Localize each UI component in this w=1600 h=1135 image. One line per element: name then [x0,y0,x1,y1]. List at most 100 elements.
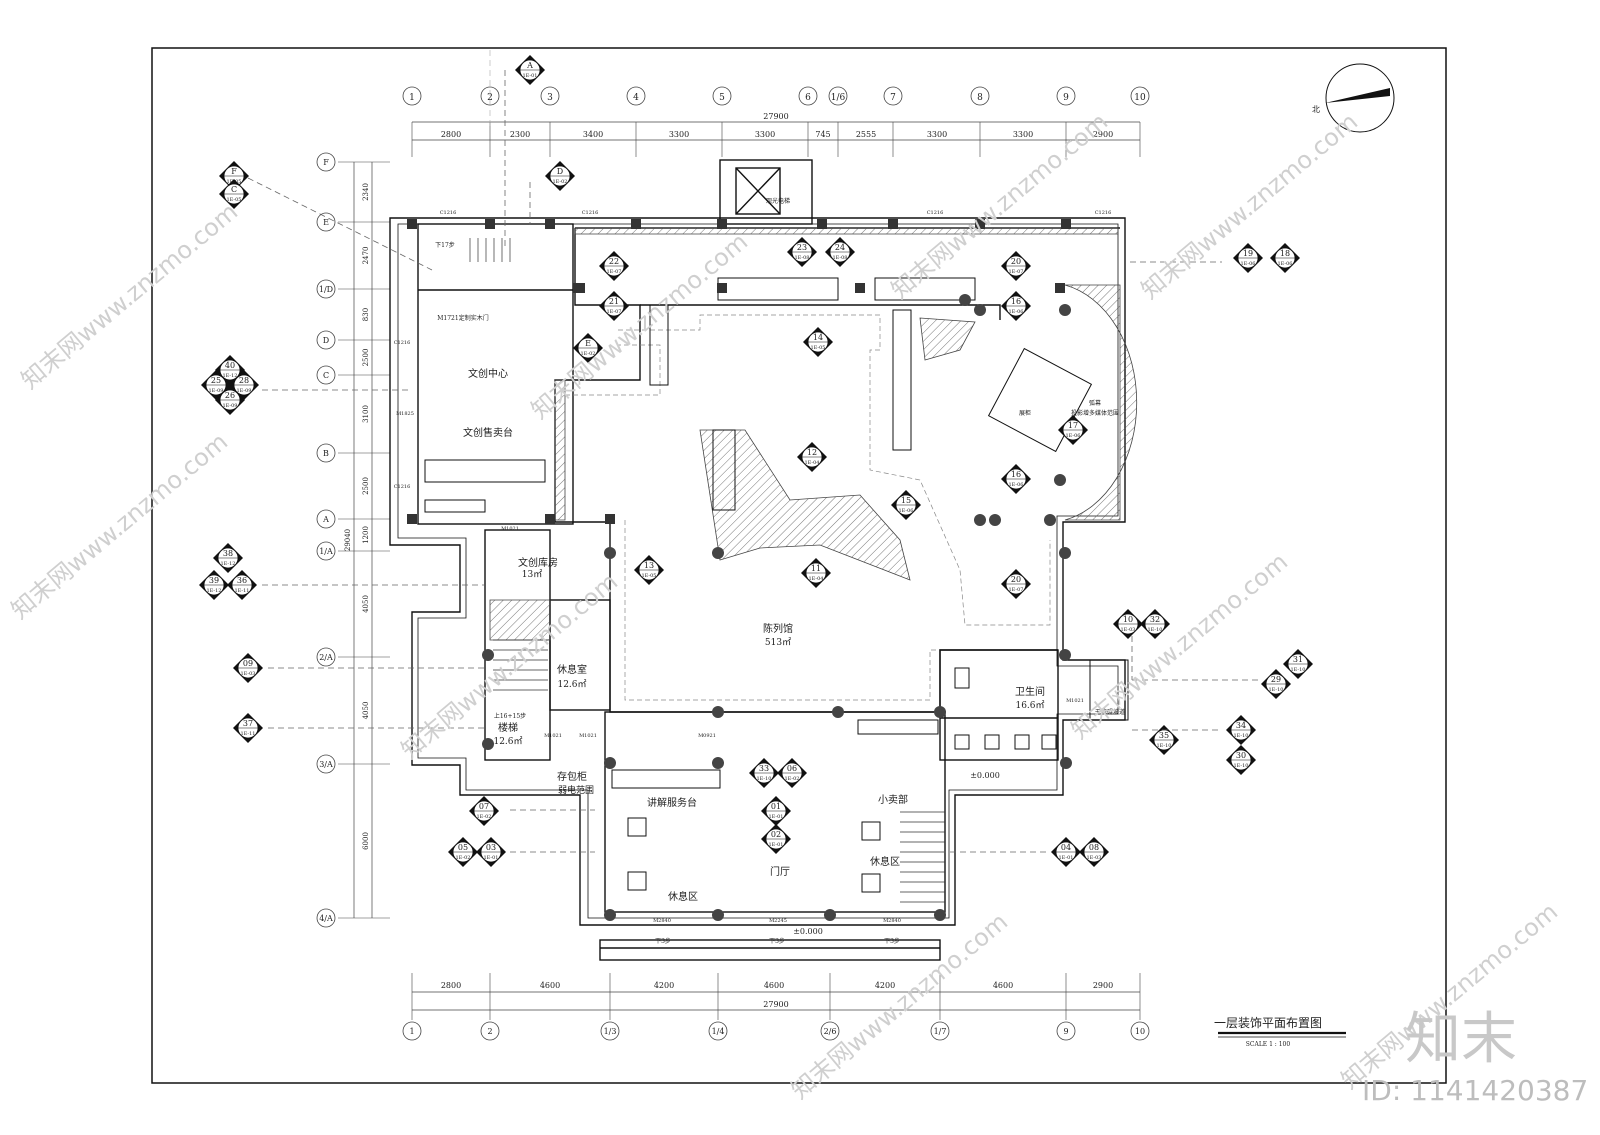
room-wenchuang-storage: 文创库房 [518,556,558,569]
index-mark-sheet: 1E-12 [221,561,236,567]
room-accessible: 无障碍坡道 [1095,708,1125,716]
column-round [604,909,616,921]
grid-axis-bottom: 1/4 [712,1027,725,1036]
index-mark: E1E-02 [573,333,603,363]
grid-bubble-left [316,330,336,350]
grid-axis-left: 1/D [319,285,333,294]
grid-top-dim: 745 [815,130,830,139]
index-mark-number: 11 [811,564,821,573]
index-mark-sheet: 1E-12 [207,588,222,594]
door-label: M1825 [396,411,414,417]
room-lobby: 门厅 [770,865,790,878]
grid-axis-top: 5 [719,93,725,103]
grid-axis-left: E [323,218,329,227]
index-mark-number: 29 [1271,675,1281,684]
room-display: 展柜 [1019,409,1031,417]
index-mark-sheet: 1E-04 [805,460,820,466]
index-mark-sheet: 1E-06 [1009,482,1024,488]
index-mark: 18 1E-06 [1270,243,1300,273]
column-square [631,219,641,229]
index-mark-number: 40 [225,361,235,370]
column-round [1059,547,1071,559]
room-weak-current: 弱电范围 [558,784,594,796]
room-stair: 楼梯 [498,721,518,734]
grid-top-dim: 3400 [583,130,603,139]
room-toilet-area: 16.6㎡ [1015,700,1044,711]
grid-top-dim: 3300 [927,130,947,139]
index-mark-number: 01 [771,802,781,811]
index-mark-number: A [526,61,533,70]
title-block: 一层装饰平面布置图 SCALE 1 : 100 [1214,1016,1346,1048]
index-mark-sheet: 1E-10 [757,776,772,782]
index-mark-number: 20 [1011,575,1021,584]
index-mark-sheet: 1E-09 [237,388,252,394]
index-mark-sheet: 1E-05 [227,197,242,203]
door-label: C1216 [394,484,411,490]
column-round [1060,757,1072,769]
grid-bubble-left [316,541,336,561]
north-label: 北 [1312,105,1320,114]
watermark-id: ID: 1141420387 [1362,1074,1588,1107]
index-mark-sheet: 1E-09 [223,403,238,409]
index-mark-number: 25 [211,376,221,385]
index-mark-sheet: 1E-05 [642,573,657,579]
door-label: M1021 [1066,698,1084,704]
index-mark-number: 03 [486,843,496,852]
index-mark-sheet: 1E-10 [1148,627,1163,633]
grid-axis-left: A [322,515,329,524]
column-round [712,547,724,559]
watermark-text-8: 知末网www.znzmo.com [1136,108,1363,305]
grid-axis-top: 2 [487,93,493,103]
index-mark-sheet: 1E-01 [769,814,784,820]
index-mark-number: 05 [458,843,468,852]
index-mark-sheet: 1E-05 [811,345,826,351]
index-mark-number: 23 [797,243,807,252]
grid-bubble-bottom [1056,1021,1076,1041]
index-mark-sheet: 1E-02 [785,776,800,782]
grid-bottom-total: 27900 [763,1000,788,1009]
index-mark-number: 04 [1061,843,1071,852]
index-mark: 38 1E-12 [213,543,243,573]
grid-bubble-left [316,152,336,172]
index-mark-sheet: 1E-01 [769,842,784,848]
column-square [545,219,555,229]
column-square [605,514,615,524]
grid-axis-left: B [323,449,329,458]
hatched-walls [489,227,1138,641]
index-mark-number: 22 [609,257,619,266]
index-mark-sheet: 1E-01 [523,73,538,79]
column-square [407,514,417,524]
index-mark-sheet: 1E-03 [1087,855,1102,861]
index-mark-number: 36 [237,576,247,585]
column-square [975,219,985,229]
room-rest-area-right: 休息区 [870,855,900,868]
door-label: M1021 [501,526,519,532]
index-mark-sheet: 1E-06 [1278,261,1293,267]
room-screen: 弧幕 [1089,399,1101,407]
index-mark-sheet: 1E-10 [1269,687,1284,693]
grid-bubble-left [316,443,336,463]
index-mark-number: 18 [1280,249,1290,258]
index-mark-number: 38 [223,549,233,558]
room-wenchuang-counter: 文创售卖台 [463,426,513,439]
index-mark-sheet: 1E-08 [795,255,810,261]
grid-bubble-top [798,86,818,106]
index-mark-sheet: 1E-02 [553,179,568,185]
column-square [717,219,727,229]
room-rest: 休息室 [557,663,587,676]
index-mark-sheet: 1E-02 [477,814,492,820]
grid-bubble-top [626,86,646,106]
grid-bubble-top [970,86,990,106]
grid-axis-left: C [323,371,329,380]
grid-axis-bottom: 10 [1135,1027,1145,1036]
room-exhibition: 陈列馆 [763,622,793,635]
